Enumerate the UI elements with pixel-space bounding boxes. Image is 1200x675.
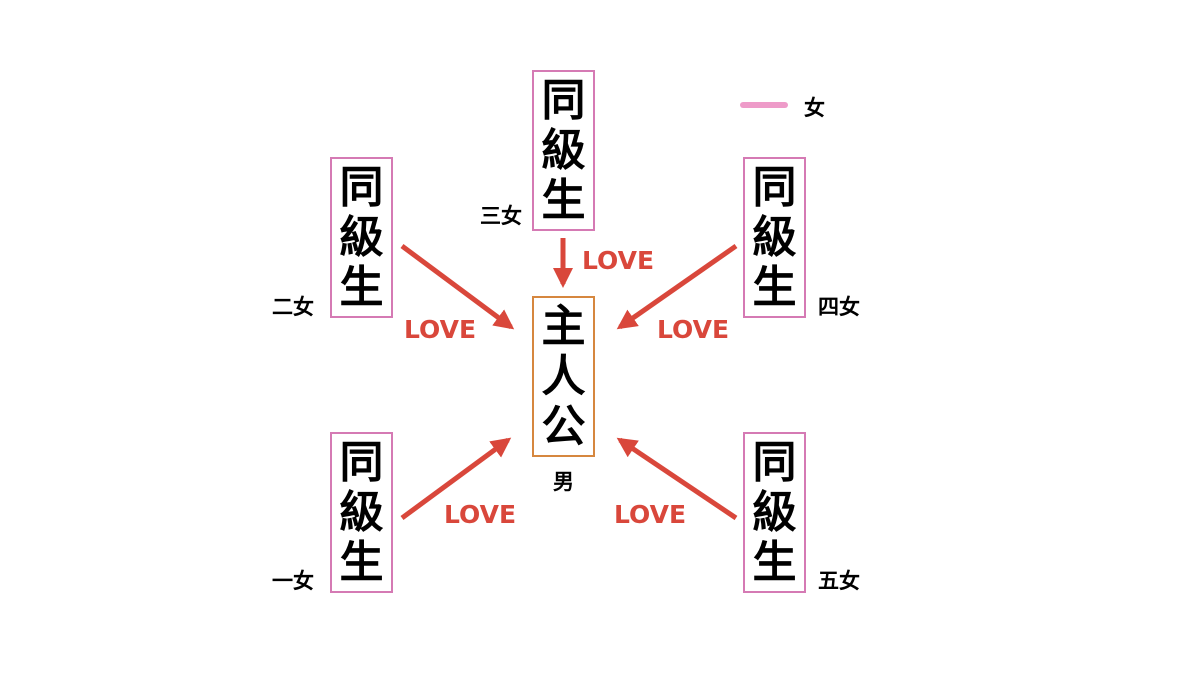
love-label-one: LOVE: [444, 500, 517, 529]
legend-label: 女: [804, 96, 825, 120]
classmate-box-two: 同 級 生: [330, 157, 393, 318]
classmate-char: 生: [752, 536, 797, 588]
classmate-label-five: 五女: [818, 569, 860, 593]
classmate-char: 級: [541, 124, 586, 176]
classmate-box-one: 同 級 生: [330, 432, 393, 593]
classmate-char: 級: [339, 211, 384, 263]
legend-line-female: [740, 102, 788, 108]
classmate-box-five: 同 級 生: [743, 432, 806, 593]
classmate-char: 生: [339, 261, 384, 313]
classmate-char: 生: [752, 261, 797, 313]
classmate-char: 同: [339, 161, 384, 213]
classmate-char: 同: [752, 436, 797, 488]
classmate-char: 同: [541, 74, 586, 126]
protagonist-char: 公: [541, 400, 586, 452]
protagonist-label: 男: [553, 470, 574, 494]
classmate-label-one: 一女: [272, 569, 314, 593]
classmate-char: 級: [752, 211, 797, 263]
classmate-box-four: 同 級 生: [743, 157, 806, 318]
love-label-five: LOVE: [614, 500, 687, 529]
classmate-char: 級: [752, 486, 797, 538]
classmate-label-four: 四女: [818, 295, 860, 319]
arrow-four-to-center: [616, 243, 738, 330]
arrow-one-to-center: [400, 437, 512, 521]
classmate-char: 同: [339, 436, 384, 488]
classmate-char: 同: [752, 161, 797, 213]
love-label-three: LOVE: [582, 246, 655, 275]
classmate-label-three: 三女: [480, 204, 522, 228]
protagonist-char: 人: [541, 350, 586, 402]
classmate-label-two: 二女: [272, 295, 314, 319]
love-label-four: LOVE: [657, 315, 730, 344]
protagonist-box: 主 人 公: [532, 296, 595, 457]
protagonist-char: 主: [541, 300, 586, 352]
classmate-char: 級: [339, 486, 384, 538]
arrow-five-to-center: [616, 437, 738, 521]
classmate-char: 生: [339, 536, 384, 588]
classmate-box-three: 同 級 生: [532, 70, 595, 231]
arrow-two-to-center: [400, 243, 515, 330]
love-label-two: LOVE: [404, 315, 477, 344]
classmate-char: 生: [541, 174, 586, 226]
